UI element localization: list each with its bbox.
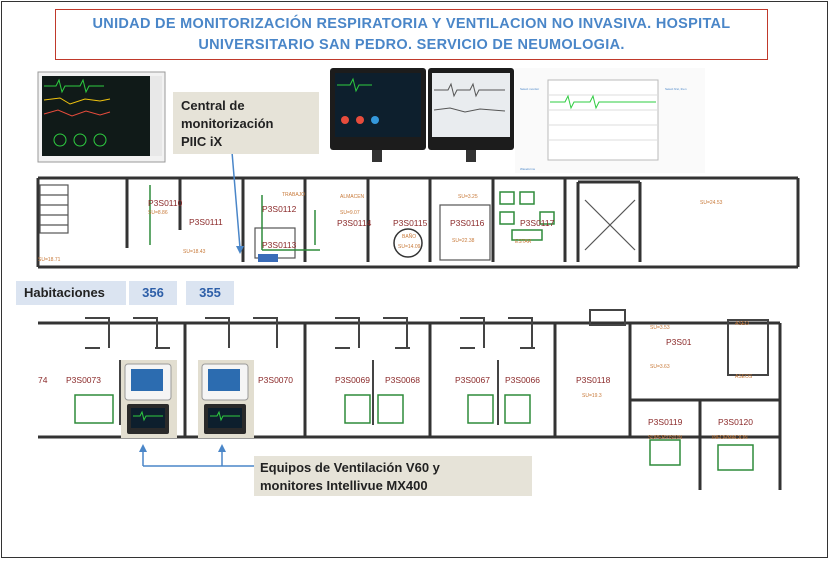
- svg-text:ESTAR: ESTAR: [515, 239, 532, 245]
- central-line-1: Central de: [181, 98, 245, 113]
- svg-text:ALMACEN: ALMACEN: [340, 194, 365, 200]
- svg-text:SU=24.53: SU=24.53: [700, 200, 723, 206]
- central-line-3: PIIC iX: [181, 134, 223, 149]
- title-line-2: UNIVERSITARIO SAN PEDRO. SERVICIO DE NEU…: [198, 37, 625, 53]
- svg-text:SU=19.3: SU=19.3: [582, 393, 602, 399]
- svg-text:ASEOS: ASEOS: [735, 374, 753, 380]
- top-wing-walls: [36, 176, 800, 269]
- svg-text:P3S0112: P3S0112: [262, 204, 297, 214]
- equipment-label: Equipos de Ventilación V60 y monitores I…: [254, 456, 532, 496]
- room-355-label: 355: [186, 281, 234, 305]
- svg-text:P3S0070: P3S0070: [258, 375, 293, 385]
- svg-text:P3S0073: P3S0073: [66, 375, 101, 385]
- svg-text:SU=14.09: SU=14.09: [398, 244, 421, 250]
- svg-text:SU=8.86: SU=8.86: [148, 210, 168, 216]
- top-wing-labels: P3S0110 P3S0111 P3S0112 P3S0113 P3S0114 …: [38, 192, 723, 263]
- svg-text:P3S0120: P3S0120: [718, 417, 753, 427]
- arrows: [139, 151, 254, 467]
- svg-text:P3S0116: P3S0116: [450, 218, 485, 228]
- patient-monitor-image: [37, 71, 166, 163]
- equipment-line-2: monitores Intellivue MX400: [260, 478, 428, 493]
- svg-text:ASEO: ASEO: [735, 321, 749, 327]
- svg-text:INFORMACION: INFORMACION: [712, 435, 748, 441]
- central-monitoring-label: Central de monitorización PIIC iX: [173, 92, 319, 154]
- svg-text:P3S0066: P3S0066: [505, 375, 540, 385]
- svg-text:P3S0119: P3S0119: [648, 417, 683, 427]
- svg-text:SU=3.53: SU=3.53: [650, 325, 670, 331]
- svg-text:TRABAJO: TRABAJO: [282, 192, 305, 198]
- bottom-wing-beds: [74, 394, 754, 471]
- svg-text:Waveforms: Waveforms: [520, 167, 536, 171]
- svg-text:P3S0115: P3S0115: [393, 218, 428, 228]
- svg-text:Select first, then: Select first, then: [665, 87, 687, 91]
- svg-text:BAÑO: BAÑO: [402, 233, 416, 240]
- room-356-label: 356: [129, 281, 177, 305]
- svg-text:P3S0067: P3S0067: [455, 375, 490, 385]
- svg-text:SU=3.63: SU=3.63: [650, 364, 670, 370]
- page-title: UNIDAD DE MONITORIZACIÓN RESPIRATORIA Y …: [55, 9, 768, 60]
- svg-text:SU=18.43: SU=18.43: [183, 249, 206, 255]
- top-wing-fixtures: [149, 185, 555, 251]
- software-screenshot-image: Select monitor Select first, then Wavefo…: [515, 68, 705, 173]
- equipment-line-1: Equipos de Ventilación V60 y: [260, 460, 440, 475]
- bathroom-circle: [393, 228, 423, 258]
- title-line-1: UNIDAD DE MONITORIZACIÓN RESPIRATORIA Y …: [92, 16, 731, 32]
- top-wing-thin-walls: [39, 184, 636, 261]
- central-line-2: monitorización: [181, 116, 274, 131]
- habitaciones-label: Habitaciones: [16, 281, 126, 305]
- svg-text:SU=9.07: SU=9.07: [340, 210, 360, 216]
- svg-text:P3S0113: P3S0113: [262, 240, 297, 250]
- central-station-icon: [258, 254, 278, 262]
- svg-text:74: 74: [38, 375, 48, 385]
- svg-text:SU=22.38: SU=22.38: [452, 238, 475, 244]
- svg-text:P3S01: P3S01: [666, 337, 692, 347]
- svg-text:P3S0110: P3S0110: [148, 198, 183, 208]
- svg-text:P3S0111: P3S0111: [189, 217, 223, 227]
- svg-text:P3S0117: P3S0117: [520, 218, 555, 228]
- svg-text:P3S0114: P3S0114: [337, 218, 372, 228]
- ventilator-monitor-image-355: [198, 360, 254, 438]
- svg-text:Select monitor: Select monitor: [520, 87, 539, 91]
- bottom-wing-labels: 74 P3S0073 P3S0070 P3S0069 P3S0068 P3S00…: [38, 321, 753, 441]
- ventilator-monitor-image-356: [121, 360, 177, 438]
- svg-text:SUPERVISION: SUPERVISION: [648, 435, 682, 441]
- svg-text:P3S0068: P3S0068: [385, 375, 420, 385]
- central-station-screens-image: [330, 68, 514, 162]
- svg-text:SU=3.25: SU=3.25: [458, 194, 478, 200]
- svg-text:P3S0118: P3S0118: [576, 375, 611, 385]
- svg-text:P3S0069: P3S0069: [335, 375, 370, 385]
- svg-text:SU=18.71: SU=18.71: [38, 257, 61, 263]
- bottom-wing-partitions: [85, 309, 769, 425]
